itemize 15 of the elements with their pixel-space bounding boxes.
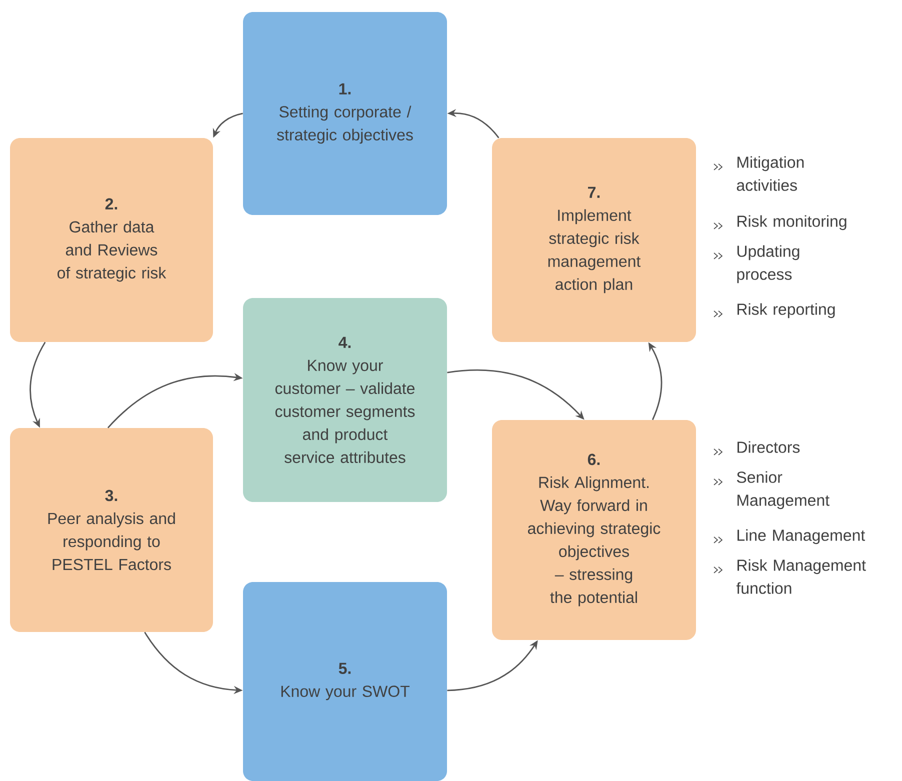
bullet-item: Updating process xyxy=(737,245,800,284)
process-box: 6. Risk Alignment. Way forward in achieving strategic objectives – stressing the potential xyxy=(492,420,696,640)
process-box: 5. Know your SWOT xyxy=(243,582,447,781)
process-box: 7. Implement strategic risk management action plan xyxy=(492,138,696,342)
bullet-item: Directors xyxy=(738,441,800,453)
process-box: 1. Setting corporate / strategic objectives xyxy=(243,12,447,215)
bullet-item: Risk reporting xyxy=(738,303,835,318)
bullet-item: Risk Management function xyxy=(736,559,866,594)
process-box: 3. Peer analysis and responding to PESTEL Factors xyxy=(10,428,213,632)
process-box: 4. Know your customer – validate customer segments and product service attributes xyxy=(243,298,447,502)
process-box: 2. Gather data and Reviews of strategic risk xyxy=(10,138,213,342)
bullet-item: Line Management xyxy=(738,529,866,544)
bullet-item: Senior Management xyxy=(736,471,830,510)
bullet-item: Mitigation activities xyxy=(736,156,804,191)
bullet-item: Risk monitoring xyxy=(738,215,846,230)
